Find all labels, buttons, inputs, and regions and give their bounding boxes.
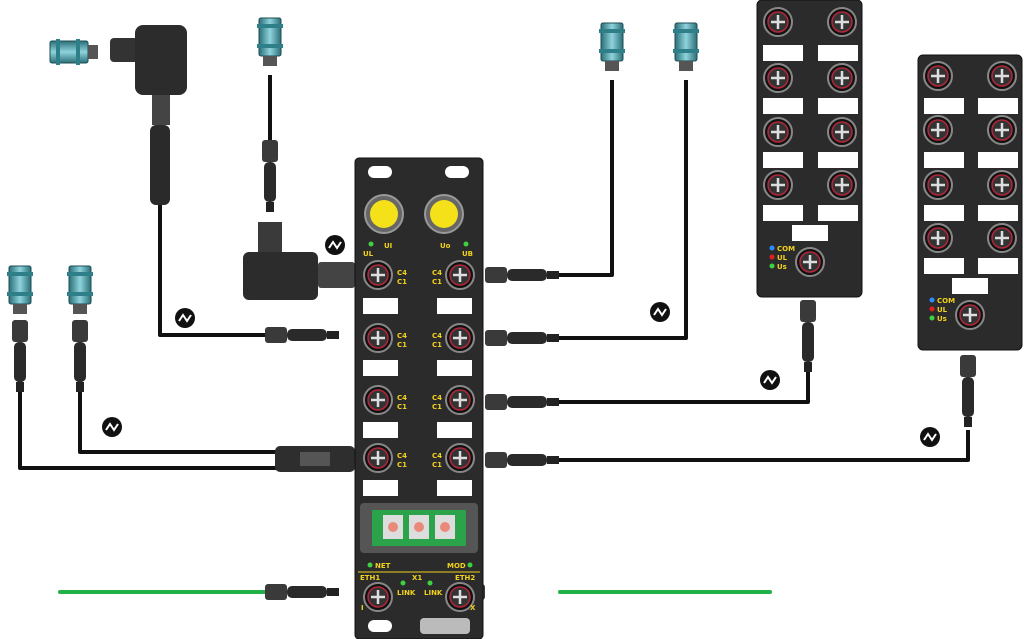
connector-port-2-left (265, 327, 339, 343)
cable-symbol-icon (324, 234, 346, 256)
io-port-row-2: C4 C1 C4 C1 (362, 322, 476, 376)
y-connector-port-4-left (275, 446, 355, 472)
sensor-1 (6, 265, 34, 315)
svg-text:Us: Us (937, 315, 947, 323)
svg-text:C1: C1 (432, 341, 442, 349)
y-splitter-middle (243, 140, 355, 300)
label-ul: UL (363, 250, 374, 258)
cable-sensor-4 (555, 80, 614, 277)
label-net: NET (375, 562, 391, 570)
label-uo: Uo (440, 242, 451, 250)
connector-port-4-right (485, 452, 559, 468)
power-out-connector (424, 194, 464, 234)
label-in: I (361, 604, 364, 612)
cable-expansion-1 (555, 370, 810, 404)
expansion-module-1: COM UL Us (756, 0, 863, 298)
main-io-module: UL UI Uo UB C4 C1 C4 C1 C4 C1 C4 C1 C4 C… (354, 157, 484, 639)
connector-expansion-1 (800, 300, 816, 372)
io-port-row-3: C4 C1 C4 C1 (362, 384, 476, 438)
svg-text:C1: C1 (397, 461, 407, 469)
svg-text:C4: C4 (397, 269, 407, 277)
svg-text:C1: C1 (432, 461, 442, 469)
expansion-module-2: COM UL Us (917, 54, 1023, 351)
cable-expansion-2 (555, 430, 970, 462)
label-mod: MOD (447, 562, 466, 570)
io-port-row-4: C4 C1 C4 C1 (362, 442, 476, 496)
svg-text:C1: C1 (397, 403, 407, 411)
y-splitter-top (110, 25, 187, 205)
connector-sensor-2 (72, 320, 88, 392)
address-switch-panel (360, 503, 478, 553)
power-in-connector (364, 194, 404, 234)
svg-text:COM: COM (777, 245, 795, 253)
svg-text:C4: C4 (432, 394, 442, 402)
sensor-3 (256, 17, 284, 67)
sensor-4 (598, 22, 626, 72)
svg-text:C1: C1 (432, 403, 442, 411)
connector-port-2-right (485, 330, 559, 346)
svg-text:C4: C4 (397, 332, 407, 340)
svg-text:UL: UL (937, 306, 948, 314)
io-port-row-1: C4 C1 C4 C1 (362, 259, 476, 314)
connector-port-1-right (485, 267, 559, 283)
connector-sensor-1 (12, 320, 28, 392)
label-eth1: ETH1 (360, 574, 380, 582)
label-ui: UI (384, 242, 392, 250)
svg-text:UL: UL (777, 254, 788, 262)
label-ub: UB (462, 250, 473, 258)
connector-port-3-right (485, 394, 559, 410)
svg-text:C1: C1 (397, 278, 407, 286)
label-x1: X1 (412, 574, 422, 582)
cable-symbol-icon (919, 426, 941, 448)
svg-text:COM: COM (937, 297, 955, 305)
svg-text:C4: C4 (432, 332, 442, 340)
label-eth2: ETH2 (455, 574, 475, 582)
sensor-2 (66, 265, 94, 315)
connector-expansion-2 (960, 355, 976, 427)
svg-text:C4: C4 (397, 452, 407, 460)
svg-text:C1: C1 (397, 341, 407, 349)
svg-text:C4: C4 (432, 269, 442, 277)
svg-text:Us: Us (777, 263, 787, 271)
svg-text:LINK: LINK (424, 589, 443, 597)
svg-text:C1: C1 (432, 278, 442, 286)
label-out: X (470, 604, 476, 612)
svg-text:C4: C4 (432, 452, 442, 460)
cable-symbol-icon (649, 301, 671, 323)
cable-sensor-5 (555, 80, 688, 340)
sensor-5 (672, 22, 700, 72)
svg-text:C4: C4 (397, 394, 407, 402)
cable-symbol-icon (101, 416, 123, 438)
cable-symbol-icon (759, 369, 781, 391)
cable-splitter-top (158, 200, 270, 337)
ethernet-port-in (362, 581, 394, 613)
ethernet-connector-in (265, 584, 339, 600)
sensor-horizontal (49, 38, 99, 66)
svg-text:LINK: LINK (397, 589, 416, 597)
cable-symbol-icon (174, 307, 196, 329)
